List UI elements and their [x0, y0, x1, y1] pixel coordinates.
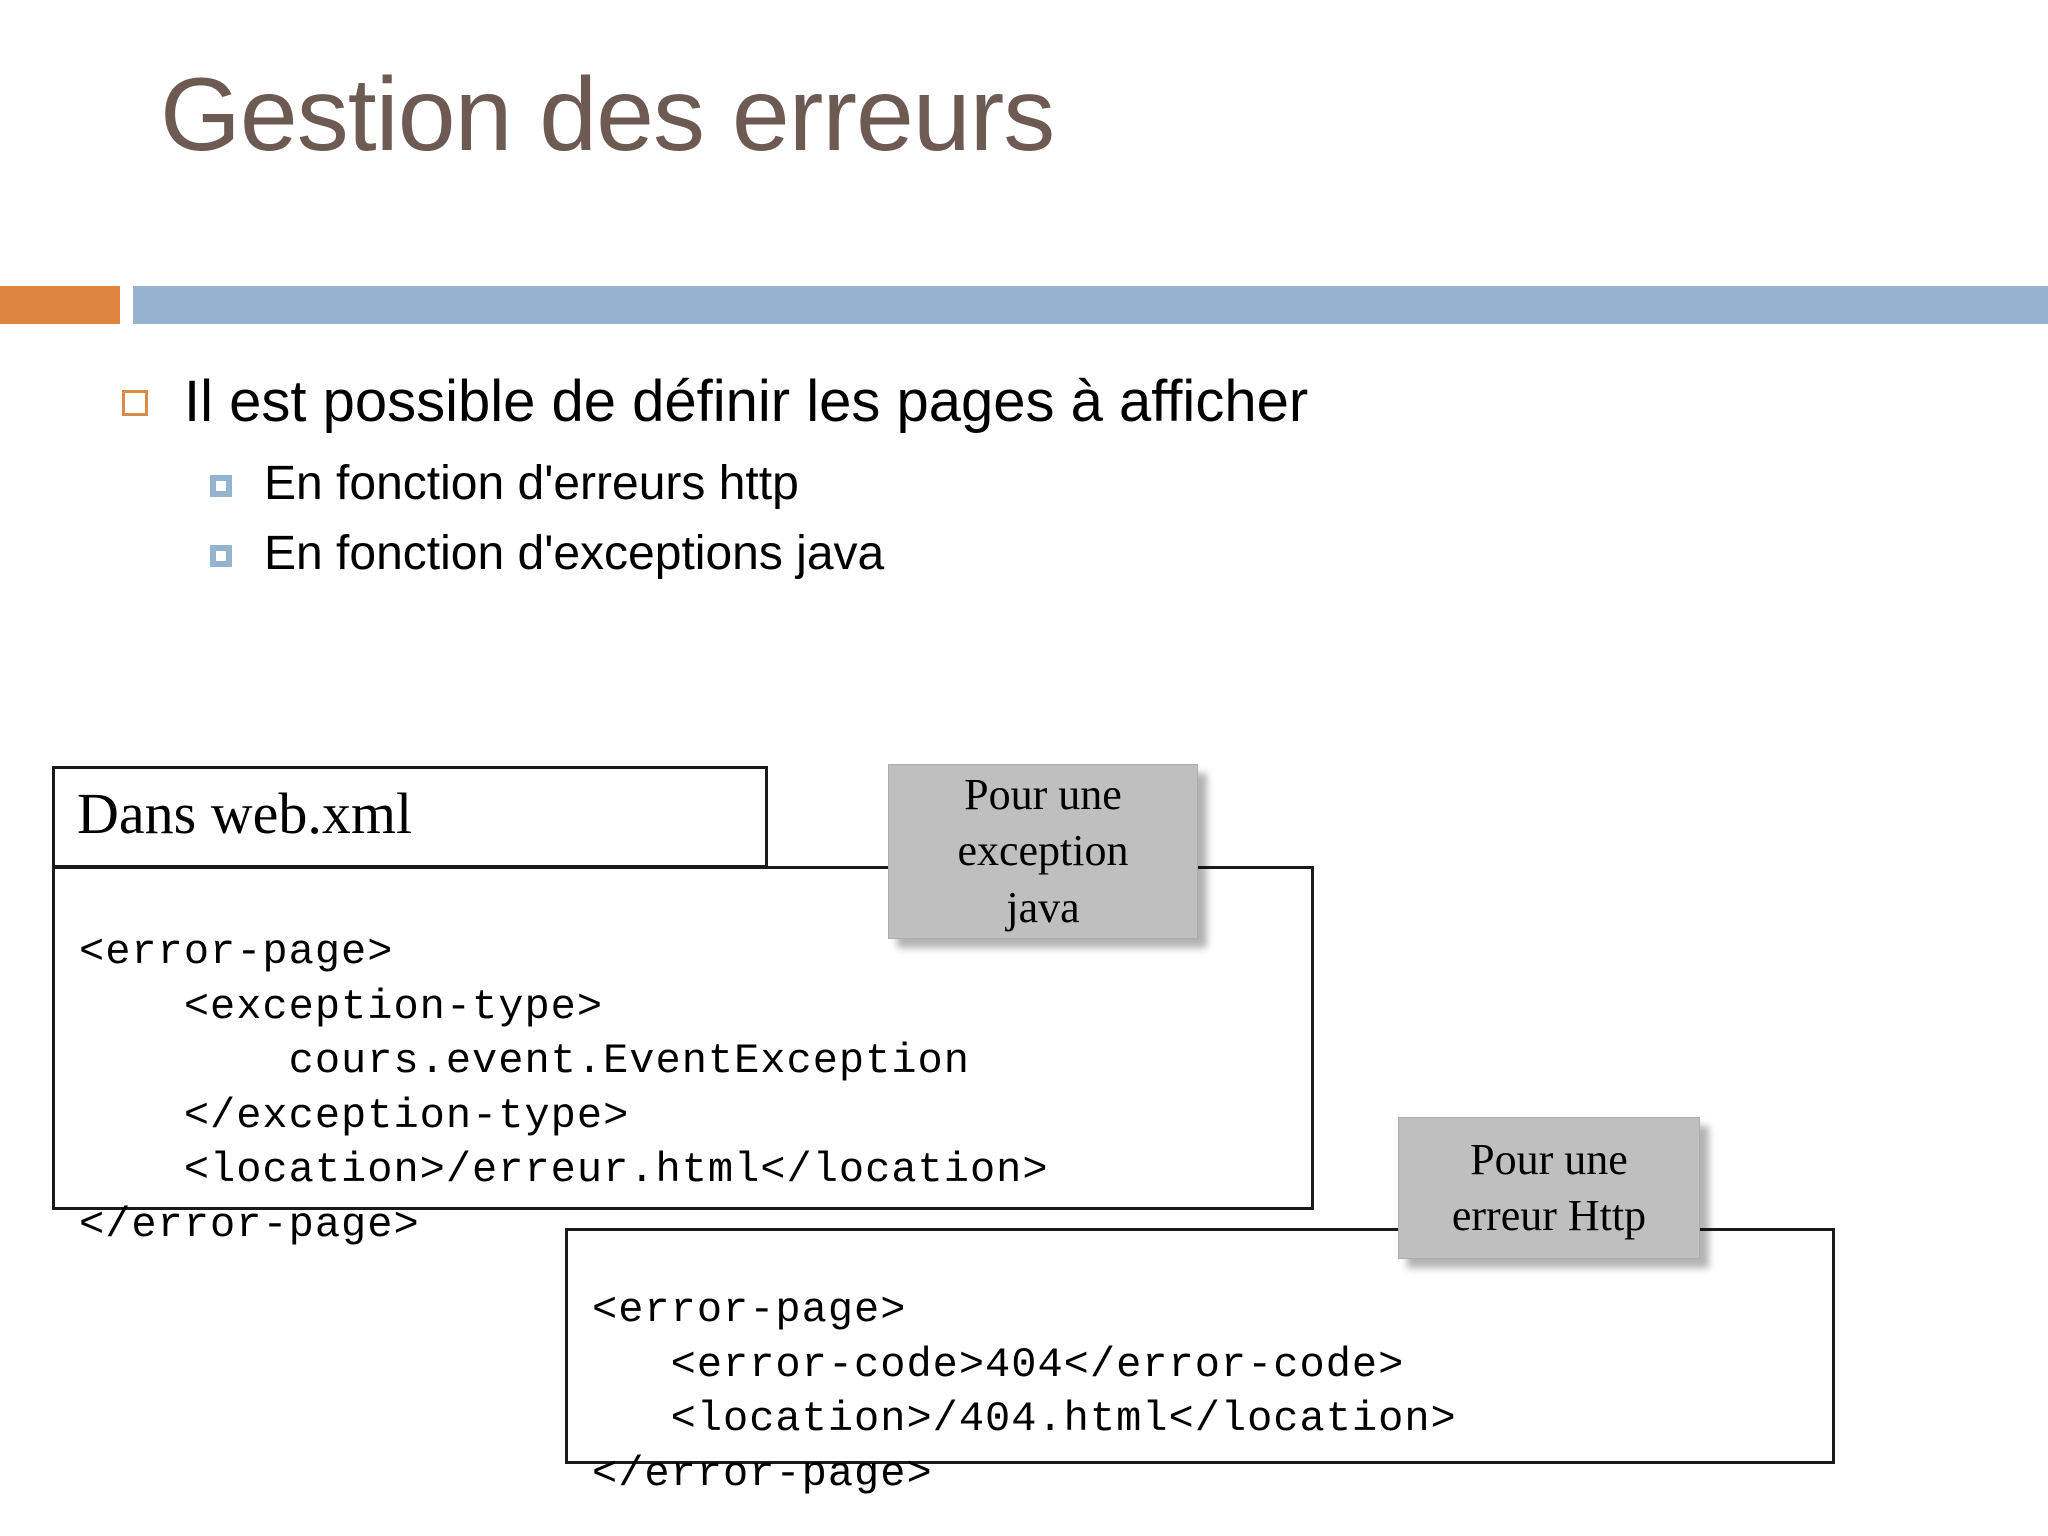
bullet-level2-label-http: En fonction d'erreurs http — [264, 456, 799, 510]
bullet-level2-label-java: En fonction d'exceptions java — [264, 526, 885, 580]
code-block-error-code: <error-page> <error-code>404</error-code… — [565, 1228, 1835, 1498]
webxml-header-label: Dans web.xml — [77, 781, 413, 846]
webxml-header-box: Dans web.xml — [52, 766, 768, 868]
code-text-exception-type: <error-page> <exception-type> cours.even… — [79, 928, 1049, 1249]
orange-square-bullet-icon — [122, 390, 148, 416]
bullet-item-level2-http: En fonction d'erreurs http — [0, 457, 2048, 511]
callout-erreur-http: Pour une erreur Http — [1398, 1117, 1700, 1259]
accent-bar-blue — [133, 286, 2048, 324]
code-text-error-code: <error-page> <error-code>404</error-code… — [592, 1286, 1457, 1498]
callout-exception-java: Pour une exception java — [888, 764, 1198, 939]
bullet-level1-label: Il est possible de définir les pages à a… — [184, 369, 1309, 434]
page-title: Gestion des erreurs — [160, 57, 1055, 173]
blue-square-bullet-icon — [210, 544, 232, 567]
callout-erreur-http-label: Pour une erreur Http — [1451, 1134, 1647, 1240]
blue-square-bullet-icon — [210, 474, 232, 497]
bullet-item-level2-java: En fonction d'exceptions java — [0, 527, 2048, 581]
bullet-item-level1: Il est possible de définir les pages à a… — [0, 369, 2048, 435]
accent-bar-orange — [0, 286, 120, 324]
bullet-list: Il est possible de définir les pages à a… — [0, 369, 2048, 596]
callout-exception-java-label: Pour une exception java — [957, 770, 1129, 932]
